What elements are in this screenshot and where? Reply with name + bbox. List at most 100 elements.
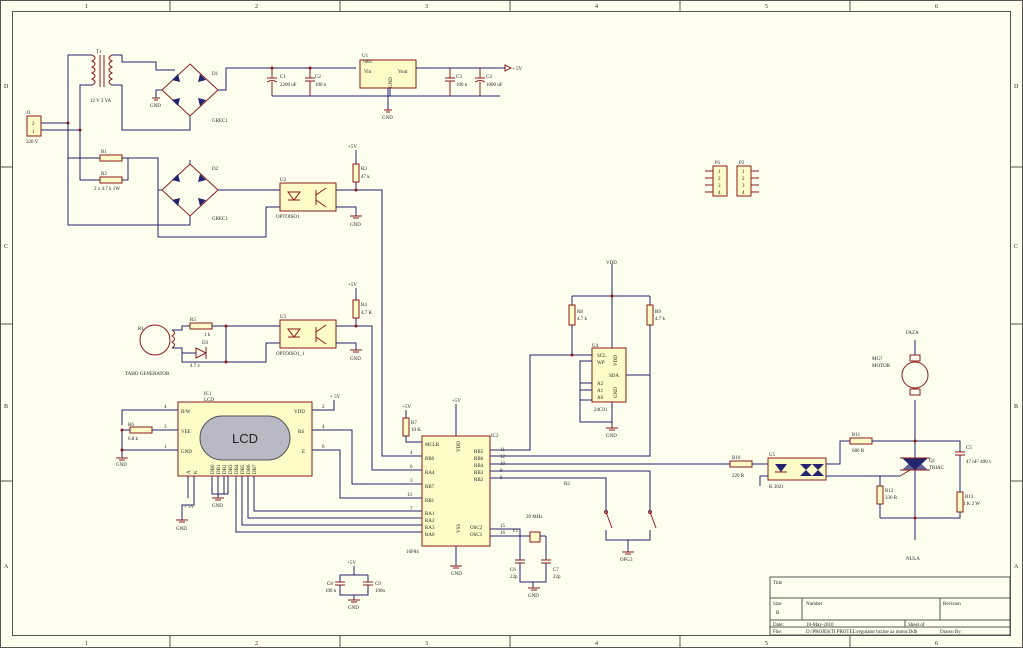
resistor-r7[interactable] xyxy=(402,417,410,437)
col-label: 4 xyxy=(595,641,598,647)
date-value: 10-May-2010 xyxy=(806,623,834,628)
r6-value: 6.8 k xyxy=(128,437,139,442)
resistor-r1[interactable] xyxy=(99,154,123,162)
gnd-label: GND xyxy=(350,357,361,362)
eeprom-ref: U4 xyxy=(592,344,599,349)
tacho-generator[interactable] xyxy=(139,324,171,356)
mcu-pin-num: 4 xyxy=(410,451,413,456)
u1-gnd: GND xyxy=(389,77,394,88)
mcu-pin-osc1: OSC1 xyxy=(470,533,483,538)
y1-ref: Y1 xyxy=(512,529,519,534)
resistor-r10[interactable] xyxy=(729,460,753,468)
u1-value: 7805 xyxy=(362,60,373,65)
u5-value: K 3021 xyxy=(769,485,784,490)
r7-ref: R7 xyxy=(411,421,417,426)
lcd-pin-db0: DB0 xyxy=(211,464,216,474)
lcd-pin-num: 3 xyxy=(164,425,167,430)
capacitor-c3[interactable] xyxy=(445,68,455,96)
p2-pin: 2 xyxy=(742,177,745,182)
vcc-label: +5V xyxy=(347,561,356,566)
zener-d3[interactable] xyxy=(182,347,208,359)
p2-pin: 3 xyxy=(742,184,745,189)
lcd-pin-db7: DB7 xyxy=(253,464,258,474)
u1-vout: Vout xyxy=(398,70,408,75)
col-label: 2 xyxy=(255,641,258,647)
eeprom-pin-sda: SDA xyxy=(609,374,619,379)
c2-value: 100 n xyxy=(315,83,327,88)
d3-ref: D3 xyxy=(202,341,209,346)
bridge-rectifier-d1[interactable] xyxy=(161,63,219,117)
resistor-r8[interactable] xyxy=(568,304,576,326)
mcu-pin-rb7: RB7 xyxy=(425,485,435,490)
mcu-pin-osc2: OSC2 xyxy=(470,526,483,531)
zone-labels: 1 2 3 4 5 6 1 2 3 4 5 6 D C B A D C B A xyxy=(4,4,1019,647)
resistor-r9[interactable] xyxy=(646,304,654,326)
capacitor-c1[interactable] xyxy=(266,68,278,96)
r8-ref: R8 xyxy=(577,310,583,315)
p1-pin: 1 xyxy=(718,170,721,175)
crystal-y1[interactable] xyxy=(529,531,541,543)
p1-pin: 3 xyxy=(718,184,721,189)
nula-label: NULA xyxy=(906,557,920,562)
resistor-r3[interactable] xyxy=(352,163,360,183)
p2-pin: 4 xyxy=(742,191,745,196)
r11-value: 680 R xyxy=(852,449,865,454)
resistor-r4[interactable] xyxy=(352,299,360,319)
header-p2[interactable] xyxy=(736,165,752,197)
tacho-ref: R1 xyxy=(138,327,144,332)
title-block: Title Size B Number Revision Date: 10-Ma… xyxy=(769,576,1011,636)
triac-output: R10 220 R U5 K 3021 R11 680 R Q1 TRIAC xyxy=(490,331,992,562)
row-label: D xyxy=(4,84,9,90)
mains-connector-j1[interactable] xyxy=(26,115,42,137)
faza-label: FAZA xyxy=(906,331,919,336)
lcd-pin-db4: DB4 xyxy=(235,464,240,474)
motor-mg[interactable] xyxy=(901,354,929,396)
lcd-module: IC1 LCD LCD R/W VEE GND VDD RS E 4 3 1 2… xyxy=(116,392,422,533)
resistor-r12[interactable] xyxy=(876,485,884,505)
optocoupler-u2[interactable] xyxy=(279,182,337,212)
u1-ref: U1 xyxy=(362,54,369,59)
r4-ref: R4 xyxy=(361,303,367,308)
power-supply: 2 1 J1 220 V T1 12 V 3 VA D1 GREC1 xyxy=(26,50,523,145)
mcu-16f84[interactable] xyxy=(421,435,491,547)
lcd-pin-db6: DB6 xyxy=(247,464,252,474)
optocoupler-u3[interactable] xyxy=(279,319,337,349)
optotriac-u5[interactable] xyxy=(767,457,827,481)
lcd-pin-num: 4 xyxy=(322,425,325,430)
r10-ref: R10 xyxy=(732,456,741,461)
header-p1[interactable] xyxy=(712,165,728,197)
u2-value: OPTOISO1 xyxy=(276,215,300,220)
col-label: 4 xyxy=(595,4,598,10)
mcu-pin-rb5: RB5 xyxy=(474,450,484,455)
col-label: 5 xyxy=(765,641,768,647)
mcu-pin-num: 12 xyxy=(500,455,506,460)
d3-value: 4.7 v xyxy=(190,364,201,369)
eeprom-pin-wp: WP xyxy=(597,361,605,366)
lcd-pin-vdd: VDD xyxy=(294,410,305,415)
col-label: 1 xyxy=(85,4,88,10)
mcu-pin-vdd: VDD xyxy=(457,441,462,452)
c9-value: 100n xyxy=(375,589,386,594)
r9-ref: R9 xyxy=(655,310,661,315)
c1-value: 2200 uF xyxy=(280,83,297,88)
pushbuttons: R2 OPG3 xyxy=(490,470,657,563)
size-label: Size xyxy=(773,602,782,607)
resistor-r5[interactable] xyxy=(189,322,213,330)
eeprom-24c01[interactable] xyxy=(591,347,627,403)
col-label: 1 xyxy=(85,641,88,647)
j1-pin1: 1 xyxy=(32,130,35,135)
resistor-r11[interactable] xyxy=(849,437,873,445)
capacitor-c2[interactable] xyxy=(305,68,315,96)
y1-value: 20 MHz xyxy=(526,515,543,520)
r3-ref: R3 xyxy=(361,167,367,172)
mcu-ref: IC2 xyxy=(491,434,499,439)
capacitor-c4[interactable] xyxy=(474,68,486,96)
resistor-r2[interactable] xyxy=(99,176,123,184)
r7-value: 10 K xyxy=(411,428,421,433)
transformer-t1[interactable] xyxy=(90,54,114,87)
c4-ref: C4 xyxy=(486,75,492,80)
gnd-label: GND xyxy=(150,104,161,109)
vcc-label: +5V xyxy=(452,399,461,404)
r11-ref: R11 xyxy=(852,433,861,438)
